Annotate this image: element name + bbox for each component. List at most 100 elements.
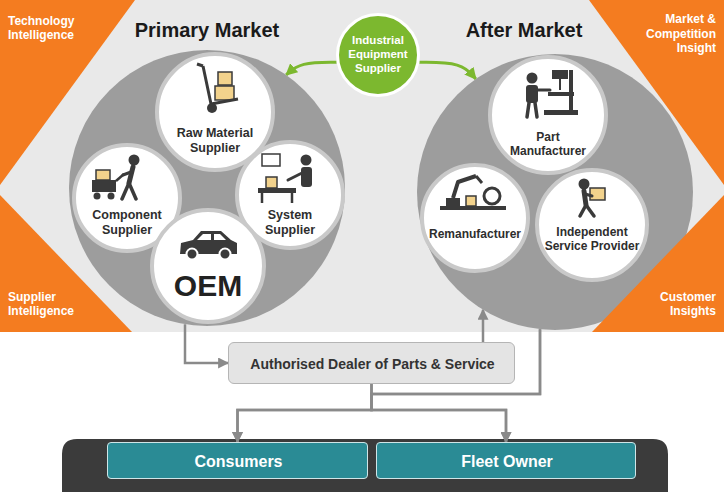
insight-corner-shape	[589, 0, 724, 185]
text-slot: Fleet Owner	[385, 452, 629, 471]
node-label: Supplier Intelligence	[8, 290, 100, 319]
car-icon	[180, 231, 237, 260]
truck-wheel	[207, 103, 217, 113]
text-slot: Part Manufacturer	[502, 130, 594, 159]
worker-leg	[586, 205, 594, 216]
node-label: Customer Insights	[644, 290, 716, 319]
box-shape	[466, 196, 476, 206]
player-circle: System Supplier	[235, 140, 345, 250]
car-window	[214, 234, 226, 240]
node-label: Part Manufacturer	[502, 130, 594, 159]
truck-handle	[197, 64, 203, 66]
text-slot: Raw Material Supplier	[165, 126, 265, 156]
node-label: Raw Material Supplier	[165, 126, 265, 156]
cart-handle	[116, 174, 124, 181]
cart-wheel	[108, 193, 115, 200]
text-slot: Industrial Equipment Supplier	[342, 34, 414, 75]
market-circle: Primary MarketRaw Material SupplierCompo…	[69, 50, 345, 326]
player-circle: Independent Service Provider	[535, 168, 649, 282]
cart-wheel	[94, 193, 101, 200]
node-label: Fleet Owner	[385, 452, 629, 471]
worker-leg	[535, 103, 537, 117]
box-shape	[266, 177, 277, 188]
insight-corner-shape	[592, 195, 724, 332]
text-slot: Customer Insights	[644, 290, 716, 319]
box-shape	[218, 72, 232, 85]
customer-band	[62, 439, 668, 492]
conveyor-worker-icon	[258, 154, 312, 203]
work-table	[440, 206, 506, 210]
screen-shape	[262, 154, 280, 166]
player-circle-shape	[537, 170, 647, 280]
player-circle: OEM	[150, 208, 266, 324]
drill-base	[544, 110, 578, 115]
dealer-box: Authorised Dealer of Parts & Service	[228, 342, 515, 384]
robot-gripper	[476, 176, 482, 183]
worker-head	[129, 155, 140, 166]
text-slot: Independent Service Provider	[540, 225, 644, 254]
worker-body	[129, 167, 133, 183]
box-shape	[590, 188, 605, 200]
drill-column	[569, 70, 573, 110]
drill-table	[548, 92, 574, 96]
node-label: Remanufacturer	[423, 227, 527, 241]
worker-head	[579, 179, 590, 190]
conveyor-belt	[258, 188, 296, 193]
flow-arrow	[419, 62, 475, 79]
worker-leg	[129, 183, 136, 199]
insight-corner-shape	[0, 195, 132, 332]
flow-arrow	[482, 310, 485, 342]
robot-base	[446, 198, 460, 206]
box-shape	[96, 170, 110, 180]
text-slot: System Supplier	[250, 208, 330, 238]
text-slot: Component Supplier	[81, 208, 173, 238]
text-slot: OEM	[158, 268, 258, 304]
gear-symbol	[484, 188, 500, 204]
player-circle: Part Manufacturer	[488, 55, 608, 175]
market-heading: After Market	[424, 18, 624, 42]
car-window	[197, 234, 211, 240]
worker-leg	[527, 103, 529, 117]
car-wheel	[187, 249, 198, 260]
cart-worker-icon	[92, 155, 140, 200]
player-circle: Component Supplier	[72, 143, 182, 253]
robot-arm	[453, 176, 476, 198]
flow-arrow	[185, 324, 228, 363]
customer-box: Consumers	[107, 442, 368, 479]
drill-head	[552, 70, 568, 79]
truck-frame	[203, 66, 238, 104]
worker-body	[301, 167, 312, 187]
worker-arm	[288, 173, 302, 180]
cart-body	[92, 180, 116, 192]
conveyor-leg	[261, 193, 264, 203]
car-body	[180, 231, 237, 254]
text-slot: After Market	[424, 18, 624, 42]
node-label: Component Supplier	[81, 208, 173, 238]
robot-arm-icon	[440, 176, 506, 210]
worker-arm	[123, 172, 131, 175]
carrier-icon	[579, 179, 606, 217]
player-circle-outline	[150, 208, 266, 324]
supplier-circle: Industrial Equipment Supplier	[336, 13, 420, 97]
supplier-circle-shape	[338, 15, 419, 96]
car-wheel	[220, 249, 231, 260]
text-slot: Technology Intelligence	[8, 14, 100, 43]
worker-body	[526, 85, 538, 103]
player-circle-shape	[152, 210, 264, 322]
drill-worker-icon	[526, 70, 578, 117]
player-circle-shape	[490, 57, 606, 173]
box-shape	[215, 86, 234, 100]
market-circle-shape	[69, 50, 345, 326]
node-label: Consumers	[116, 452, 361, 471]
worker-leg	[580, 205, 586, 216]
insight-corner: Customer Insights	[584, 190, 724, 332]
worker-leg	[122, 183, 129, 199]
player-circle: Remanufacturer	[420, 163, 530, 273]
player-circle: Raw Material Supplier	[155, 52, 275, 172]
market-heading: Primary Market	[97, 18, 317, 42]
flow-arrow	[372, 384, 507, 442]
worker-arm	[585, 194, 592, 196]
grey-panel	[0, 0, 724, 332]
